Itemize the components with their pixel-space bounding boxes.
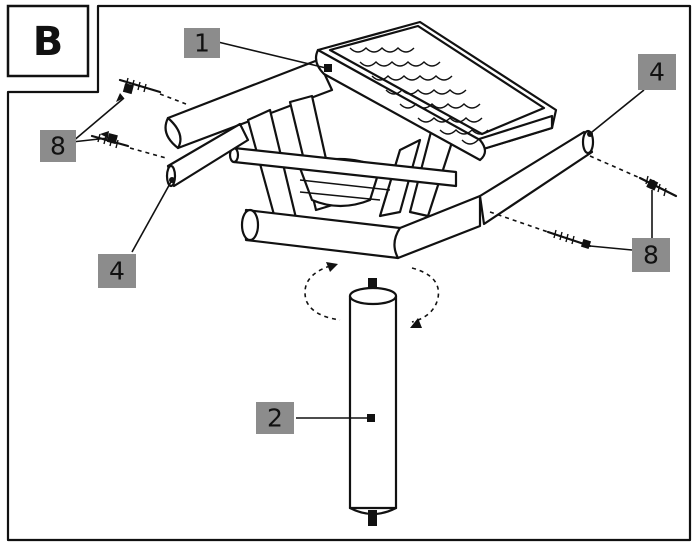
roof-shingles [349, 47, 489, 145]
rotation-arrows [304, 262, 440, 328]
base-tray [244, 208, 402, 260]
post [348, 278, 398, 526]
panel-label-box [6, 4, 90, 78]
svg-text:4: 4 [109, 257, 125, 286]
callout-4-right: 4 [638, 54, 676, 90]
svg-text:2: 2 [267, 404, 283, 433]
svg-text:4: 4 [649, 58, 665, 87]
screws-right [489, 155, 678, 250]
screw-left-lower [90, 133, 167, 159]
screw-right-lower [489, 211, 592, 250]
screw-left-upper [118, 77, 187, 105]
post-marker [367, 414, 375, 422]
screws-left [90, 77, 187, 159]
screw-right-upper [589, 155, 678, 198]
callout-8-left: 8 [40, 130, 76, 162]
side-rail-left [165, 122, 250, 188]
callout-8-right: 8 [632, 238, 670, 272]
leader-lines [71, 41, 653, 419]
side-rail-right [478, 129, 595, 226]
callout-1: 1 [184, 28, 220, 58]
callout-4-left: 4 [98, 254, 136, 288]
svg-text:8: 8 [50, 132, 66, 161]
feeder-house [164, 20, 558, 260]
svg-text:1: 1 [194, 29, 210, 58]
roof-hook-marker [324, 64, 332, 72]
callout-2: 2 [256, 402, 294, 434]
svg-text:8: 8 [643, 241, 659, 270]
panel-letter: B [33, 19, 64, 65]
diagram-frame [6, 4, 692, 542]
